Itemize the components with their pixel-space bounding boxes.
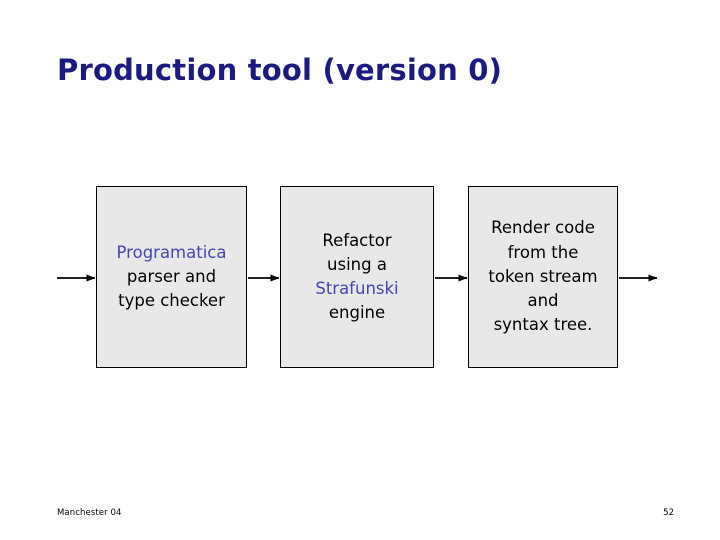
box2-line-3: Strafunski (315, 279, 399, 298)
page-title: Production tool (version 0) (57, 53, 503, 87)
box2-line-1: Refactor (322, 230, 392, 250)
process-box-programatica[interactable]: Programatica parser and type checker (96, 186, 247, 368)
process-box-render-text: Render code from the token stream and sy… (469, 216, 617, 337)
box3-line-4: and (527, 291, 559, 311)
box3-line-2: from the (507, 242, 579, 262)
process-box-render[interactable]: Render code from the token stream and sy… (468, 186, 618, 368)
box3-line-5: syntax tree. (493, 315, 593, 335)
box1-line-1: Programatica (116, 242, 227, 262)
box2-line-4: engine (328, 303, 386, 323)
slide-page-number: 52 (663, 508, 674, 518)
process-box-programatica-text: Programatica parser and type checker (97, 241, 246, 314)
process-box-refactor[interactable]: Refactor using a Strafunski engine (280, 186, 434, 368)
box1-line-3: type checker (118, 291, 225, 311)
box3-line-3: token stream (488, 266, 598, 286)
box2-line-2: using a (327, 254, 387, 274)
footer-conference-label: Manchester 04 (57, 508, 122, 518)
box3-line-1: Render code (491, 218, 595, 238)
process-box-refactor-text: Refactor using a Strafunski engine (281, 229, 433, 326)
box1-line-2: parser and (126, 266, 217, 286)
